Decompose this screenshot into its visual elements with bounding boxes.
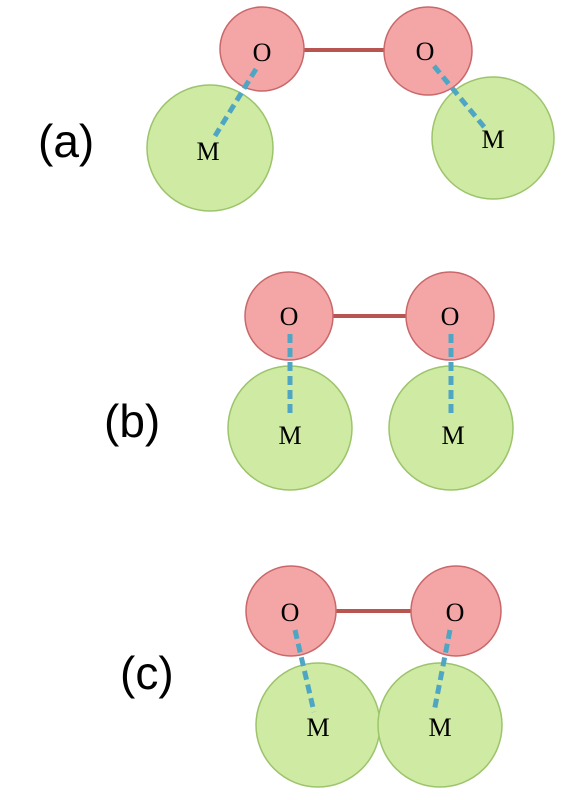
metal-label-right-b: M xyxy=(441,421,464,450)
o-m-bond-left-c xyxy=(292,629,317,713)
metal-atom-left-a xyxy=(146,84,274,212)
oxygen-atom-right-c xyxy=(410,565,502,657)
oxygen-atom-left-a xyxy=(219,6,305,92)
oxygen-atom-right-b xyxy=(405,271,495,361)
metal-label-left-a: M xyxy=(196,137,219,166)
oxygen-label-right-a: O xyxy=(416,37,435,66)
panel-label-b: (b) xyxy=(104,395,160,447)
oxygen-label-right-b: O xyxy=(441,302,460,331)
oxygen-label-right-c: O xyxy=(446,598,465,627)
panel-b: (b) O O M M xyxy=(104,271,514,491)
panel-label-c: (c) xyxy=(120,647,174,699)
oxygen-atom-left-c xyxy=(245,565,337,657)
oxygen-label-left-b: O xyxy=(280,302,299,331)
panel-c: (c) O O M M xyxy=(120,565,503,788)
metal-label-left-c: M xyxy=(306,713,329,742)
oxygen-label-left-c: O xyxy=(281,598,300,627)
oxygen-atom-left-b xyxy=(244,271,334,361)
metal-label-right-a: M xyxy=(481,125,504,154)
panel-label-a: (a) xyxy=(38,115,94,167)
panel-a: (a) O O M M xyxy=(38,6,555,212)
oxygen-atom-right-a xyxy=(383,6,473,96)
metal-label-left-b: M xyxy=(278,421,301,450)
metal-label-right-c: M xyxy=(428,713,451,742)
oxygen-label-left-a: O xyxy=(253,38,272,67)
metal-atom-right-a xyxy=(431,76,555,200)
metal-atom-right-c xyxy=(377,662,503,788)
